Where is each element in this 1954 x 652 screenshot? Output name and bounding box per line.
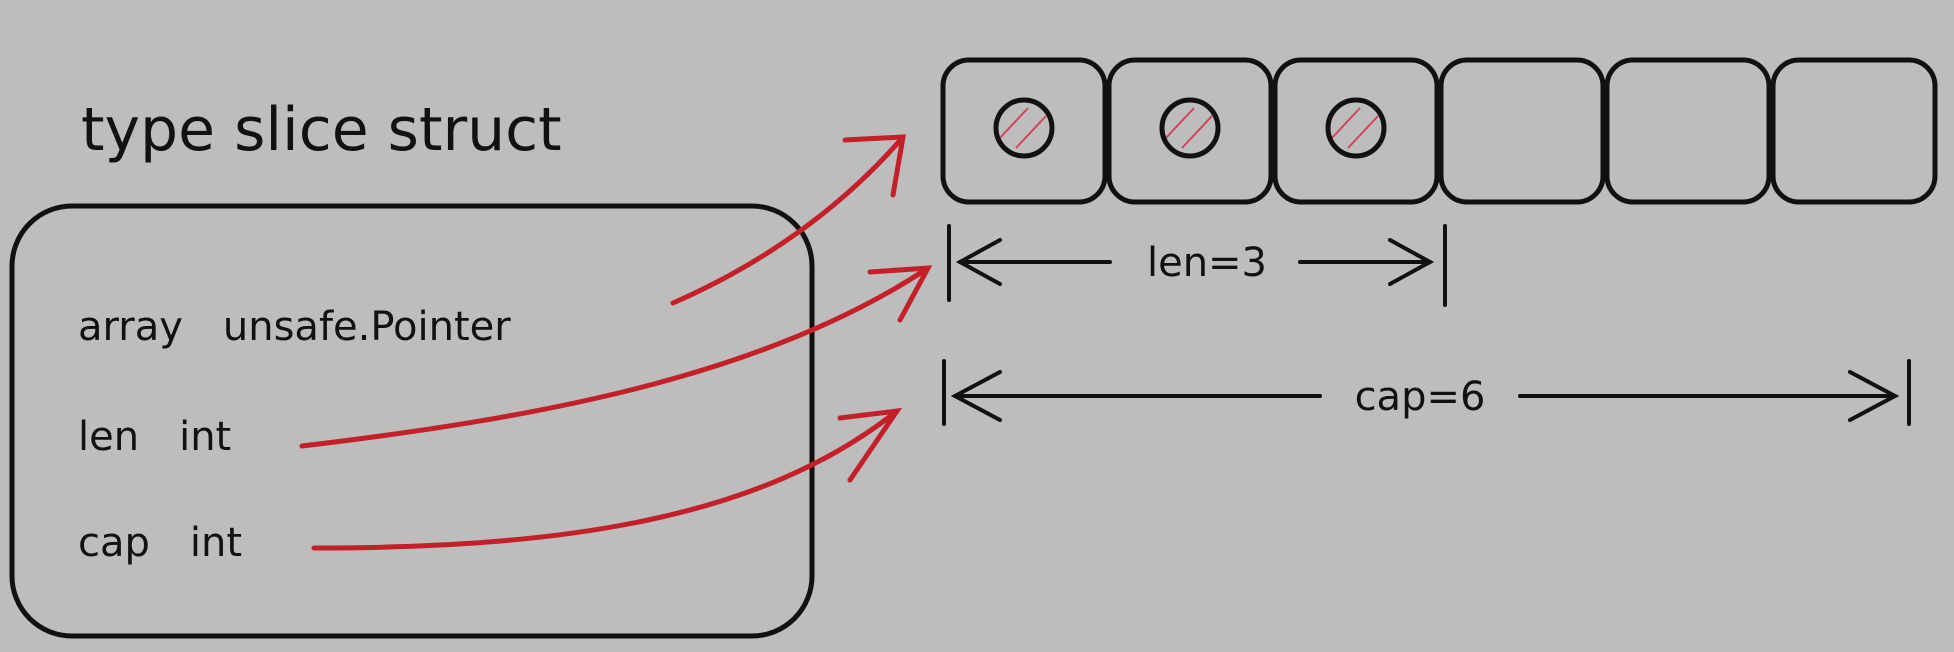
array-cell (1604, 57, 1772, 205)
struct-box (9, 203, 815, 639)
cap-pointer-arrow (311, 408, 900, 551)
element-marker (1159, 97, 1221, 159)
hatch-line (1163, 107, 1195, 141)
len-label: len=3 (1147, 240, 1267, 286)
array-pointer-arrow (670, 134, 906, 306)
hatch-line (1181, 115, 1213, 149)
cap-label: cap=6 (1355, 374, 1486, 420)
element-marker (993, 97, 1055, 159)
len-pointer-arrowhead (867, 265, 933, 323)
array-cell (1770, 57, 1938, 205)
array-cell (1438, 57, 1606, 205)
backing-array (940, 57, 1938, 205)
struct-title: type slice struct (81, 95, 562, 165)
cap-pointer-arrowhead (837, 407, 903, 483)
element-marker (1325, 97, 1387, 159)
array-cell (1106, 57, 1274, 205)
cap-dimension (942, 359, 1911, 426)
array-cell (940, 57, 1108, 205)
len-dimension (947, 224, 1447, 307)
len-pointer-arrow (299, 265, 931, 449)
array-cell (1272, 57, 1440, 205)
hatch-line (1015, 115, 1047, 149)
array-pointer-arrowhead (842, 134, 906, 198)
hatch-line (1347, 115, 1379, 149)
hatch-line (1329, 107, 1361, 141)
hatch-line (997, 107, 1029, 141)
